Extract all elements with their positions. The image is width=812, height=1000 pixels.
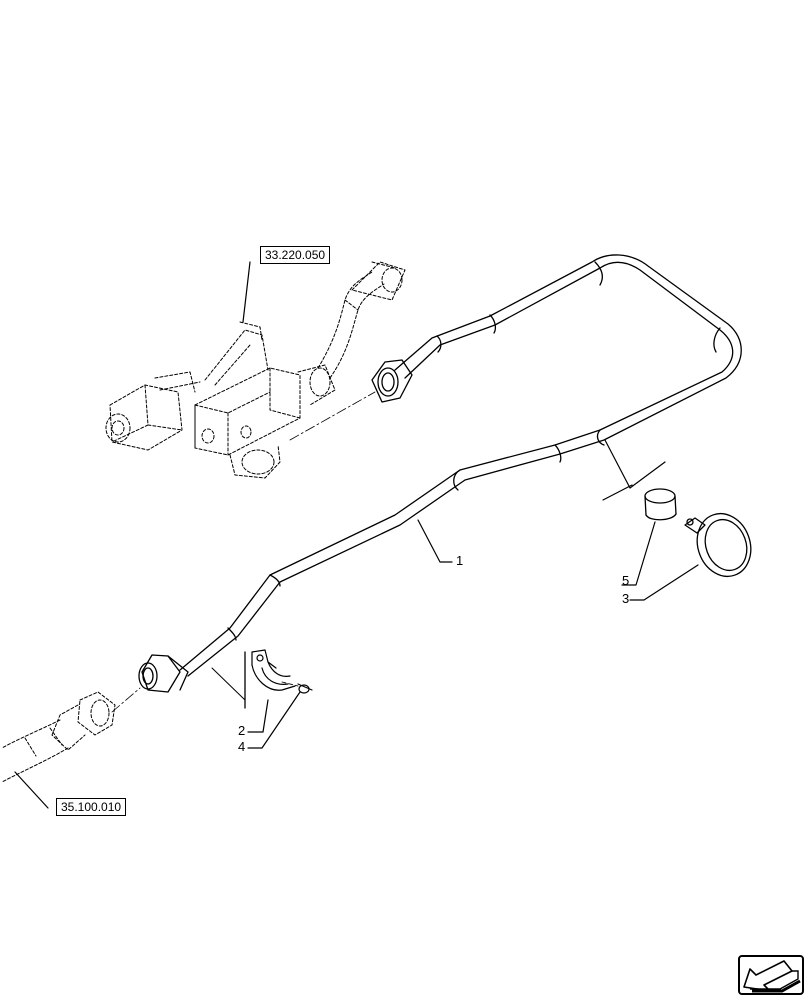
lower-hose [1,691,116,783]
back-arrow-glyph [743,960,801,993]
callout-2: 2 [238,723,246,738]
screw-item-4 [297,683,313,694]
pipe-item-1 [179,254,742,677]
ref-leader-top [242,261,251,323]
ref-box-33-220-050[interactable]: 33.220.050 [260,246,331,264]
pipe-nut-bottom [138,654,189,693]
centerline-top [289,391,376,441]
ref-box-35-100-010[interactable]: 35.100.010 [56,798,127,816]
callout-3: 3 [622,591,630,606]
valve-assembly [105,261,406,479]
ref-leader-bottom [14,771,49,809]
callout-1: 1 [456,553,464,568]
pipe-nut-top [371,359,413,403]
callout-5: 5 [622,573,630,588]
bushing-item-5 [644,488,677,521]
clamp-item-2 [251,649,296,691]
centerline-bottom [111,687,141,713]
callout-4: 4 [238,739,246,754]
back-arrow-icon[interactable] [738,955,804,995]
hose-clamp-item-3 [684,512,752,578]
